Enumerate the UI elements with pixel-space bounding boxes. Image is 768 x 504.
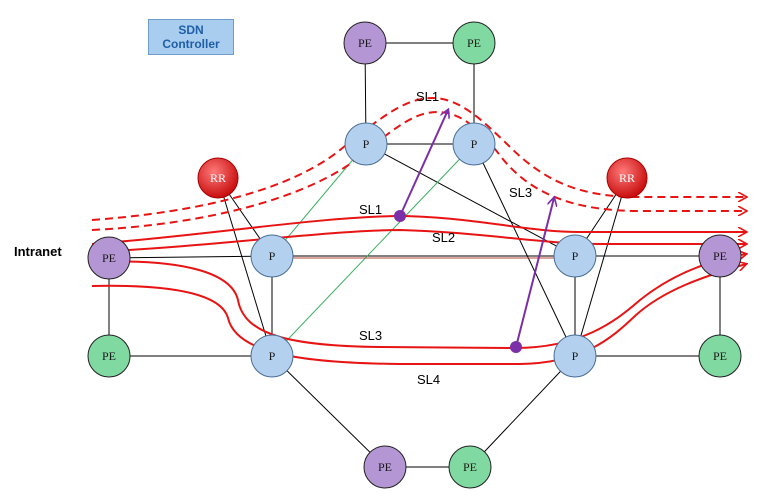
node-label: PE [102,349,116,363]
node-label: P [269,349,276,363]
link-ptr-prb [473,143,576,357]
label-sl3-right: SL3 [509,185,532,200]
tunnel-sl3 [91,254,746,350]
tunnel-sl1 [91,214,746,245]
node-pe-top-left[interactable]: PE [343,21,387,65]
node-pe-left-mid[interactable]: PE [87,236,131,280]
node-label: PE [358,36,372,50]
sr-arrow-sl3 [515,198,554,348]
node-label: P [471,137,478,151]
label-sl4: SL4 [417,372,440,387]
node-pe-right-mid[interactable]: PE [698,234,742,278]
link-rrr-prb [574,177,628,357]
link-prb-pebr [469,355,576,468]
node-rr-right[interactable]: RR [606,157,648,199]
node-p-right-bottom[interactable]: P [553,334,597,378]
node-p-left-mid[interactable]: P [250,234,294,278]
node-label: P [572,349,579,363]
node-pe-right-bottom[interactable]: PE [698,334,742,378]
node-label: P [363,137,370,151]
path-labels: SL1 SL1 SL2 SL3 SL3 SL4 [359,89,532,387]
node-label: PE [467,36,481,50]
node-label: P [572,249,579,263]
link-ptl-prm [365,143,576,257]
controller-line2: Controller [162,37,220,51]
green-link-ptr-plb [271,143,475,357]
node-pe-bottom-right[interactable]: PE [448,445,492,489]
label-sl1-top: SL1 [416,89,439,104]
dashed-tunnel-lower [91,110,746,231]
node-label: PE [463,460,477,474]
nodes: PE PE P P RR RR PE P [87,21,742,489]
controller-line1: SDN [178,23,204,37]
solid-tunnels [91,214,746,365]
tunnel-sl2 [91,228,746,253]
node-p-top-left[interactable]: P [344,122,388,166]
node-rr-left[interactable]: RR [197,157,239,199]
node-label: PE [713,349,727,363]
node-label: RR [210,171,226,185]
sr-dot-sl1 [394,210,406,222]
link-pelm-plm [108,255,273,259]
node-pe-top-right[interactable]: PE [452,21,496,65]
label-sl2: SL2 [432,230,455,245]
sr-arrows [394,110,554,353]
node-p-right-mid[interactable]: P [553,234,597,278]
node-label: RR [619,171,635,185]
node-label: P [269,249,276,263]
link-rrl-plb [217,177,273,357]
label-sl1-mid: SL1 [359,202,382,217]
tunnel-sl4 [91,264,746,365]
link-plb-pebl [271,355,386,468]
node-pe-left-bottom[interactable]: PE [87,334,131,378]
green-link-ptl-plm [271,143,367,257]
node-p-top-right[interactable]: P [452,122,496,166]
sr-arrow-sl1 [399,110,448,217]
green-links [271,143,475,357]
sr-dot-sl3 [510,341,522,353]
sdn-controller-box: SDN Controller [148,19,234,55]
dashed-tunnels [91,96,746,231]
label-sl3-mid: SL3 [359,328,382,343]
node-pe-bottom-left[interactable]: PE [363,445,407,489]
node-label: PE [378,460,392,474]
intranet-label: Intranet [14,244,62,259]
node-label: PE [713,249,727,263]
links [108,42,721,468]
node-p-left-bottom[interactable]: P [250,334,294,378]
node-label: PE [102,251,116,265]
